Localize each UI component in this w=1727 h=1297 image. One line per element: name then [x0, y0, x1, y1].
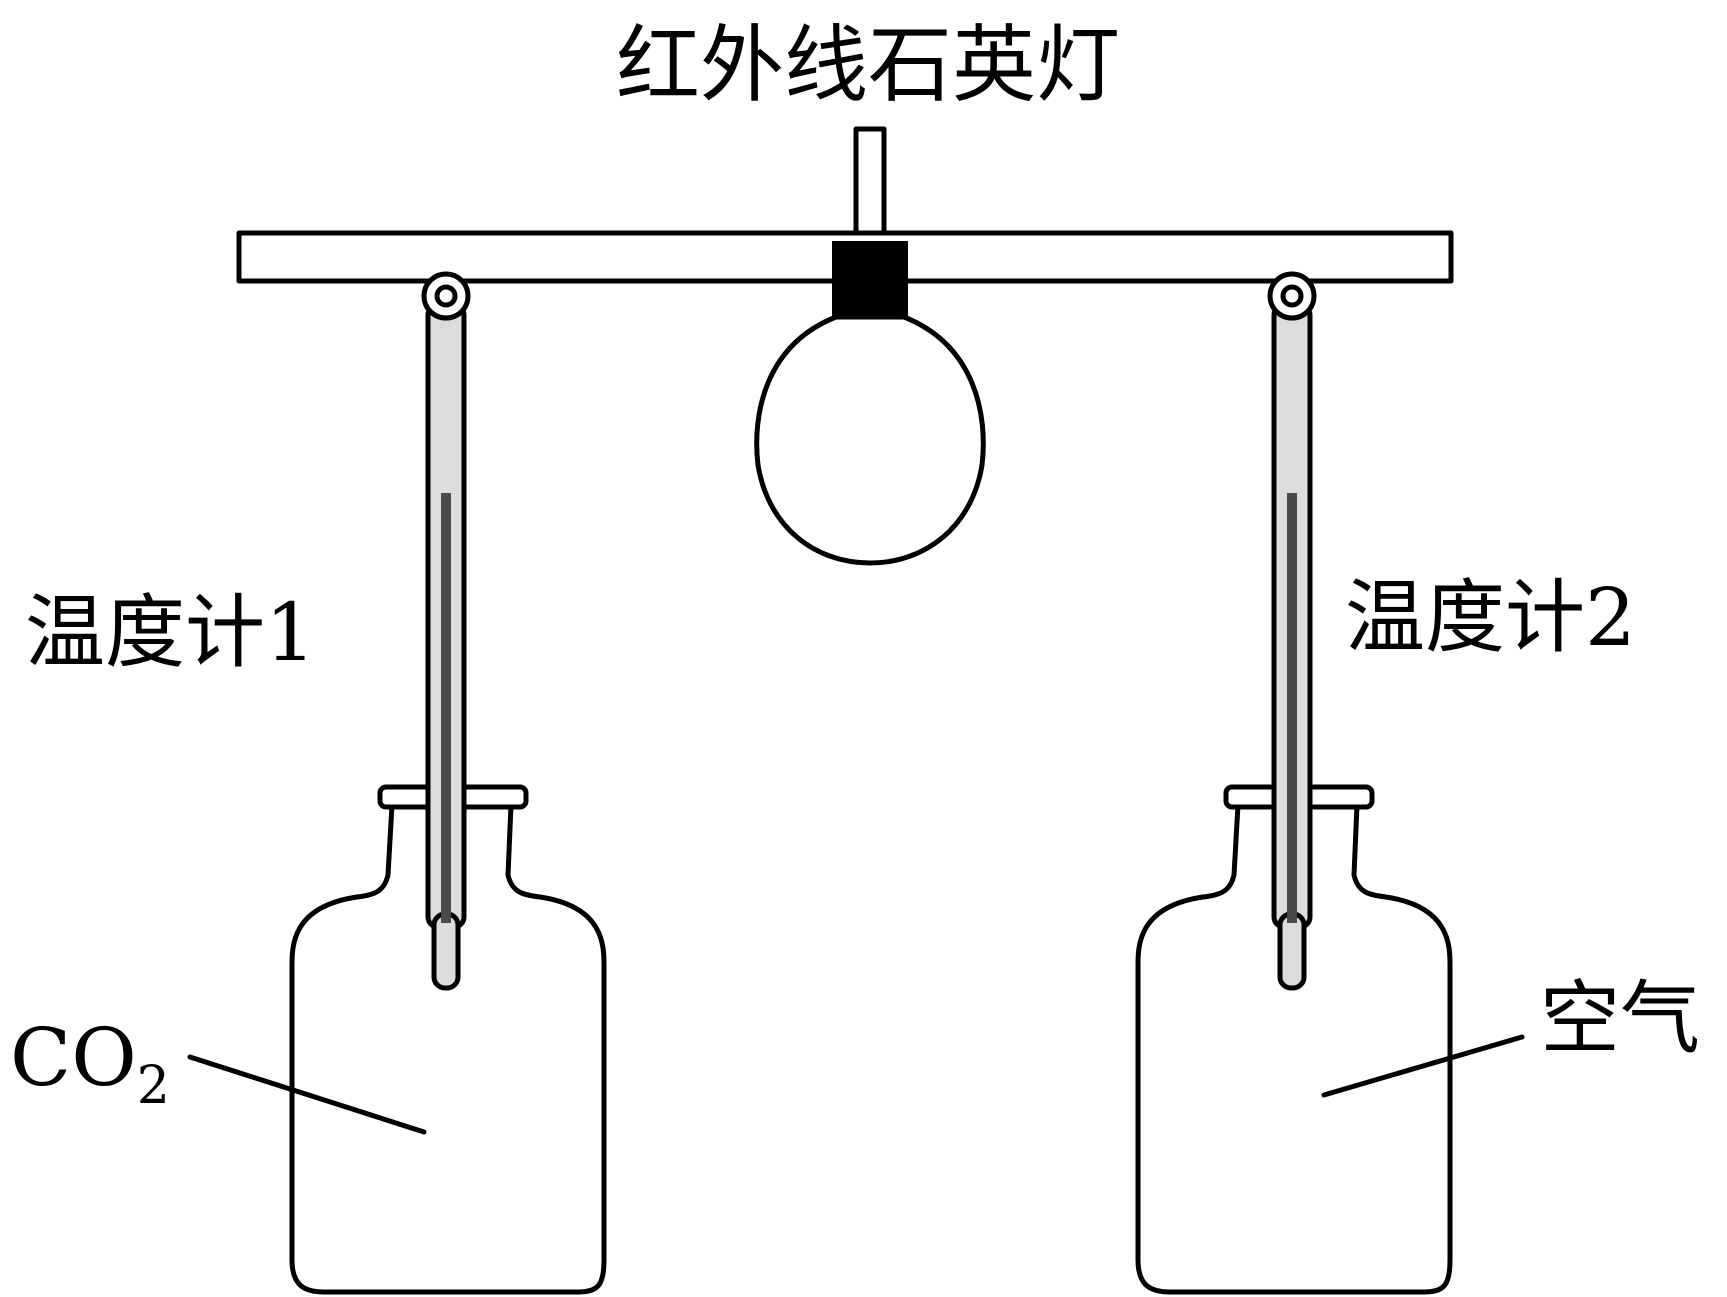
air-label: 空气 [1540, 972, 1700, 1065]
bottle-co2 [289, 802, 607, 1295]
thermometer-1-bulb [431, 911, 461, 991]
co2-label: CO2 [10, 1011, 170, 1116]
thermometer-2-mercury [1287, 493, 1297, 923]
lamp-socket [832, 241, 908, 319]
thermometer-1-hole [434, 284, 458, 308]
thermometer-1-label: 温度计1 [25, 586, 316, 679]
leader-line-air [1321, 1034, 1525, 1098]
thermometer-2-label: 温度计2 [1345, 571, 1636, 664]
co2-label-subscript: 2 [137, 1056, 170, 1116]
bottle-air [1135, 802, 1453, 1295]
co2-label-main: CO [10, 1011, 137, 1104]
right-apparatus [1135, 271, 1525, 1295]
thermometer-2-bulb [1277, 911, 1307, 991]
lamp-bulb [754, 314, 986, 566]
lamp-stem [853, 126, 887, 244]
left-apparatus [187, 271, 607, 1295]
thermometer-2-hole [1280, 284, 1304, 308]
lamp-label: 红外线石英灯 [616, 16, 1120, 114]
thermometer-1-mercury [441, 493, 451, 923]
leader-line-co2 [187, 1054, 427, 1135]
